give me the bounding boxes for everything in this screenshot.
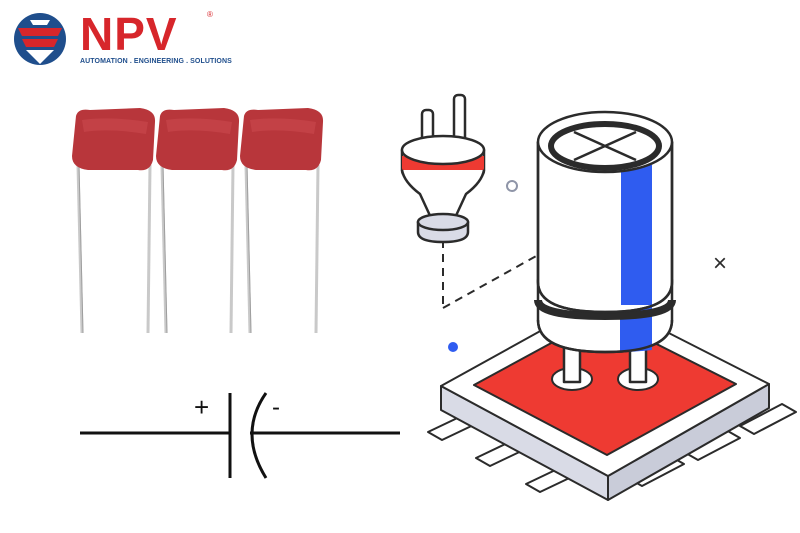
dashed-connector (442, 240, 539, 309)
logo-brand-text: NPV (80, 8, 178, 60)
electrolytic-capacitor (534, 110, 676, 384)
plus-label: + (194, 392, 210, 422)
minus-label: - (272, 394, 280, 421)
smd-base (427, 297, 797, 501)
polarized-capacitor-symbol (80, 392, 400, 479)
decor-ring (506, 180, 518, 192)
close-icon: × (713, 250, 728, 277)
decor-dot (448, 342, 458, 352)
npv-emblem-icon (14, 13, 66, 65)
plug-icon (400, 93, 486, 244)
film-capacitors-photo (72, 108, 324, 334)
logo-tagline: AUTOMATION . ENGINEERING . SOLUTIONS (80, 58, 232, 65)
npv-logo: NPV ® AUTOMATION . ENGINEERING . SOLUTIO… (10, 8, 232, 70)
logo-registered-mark: ® (207, 10, 213, 19)
